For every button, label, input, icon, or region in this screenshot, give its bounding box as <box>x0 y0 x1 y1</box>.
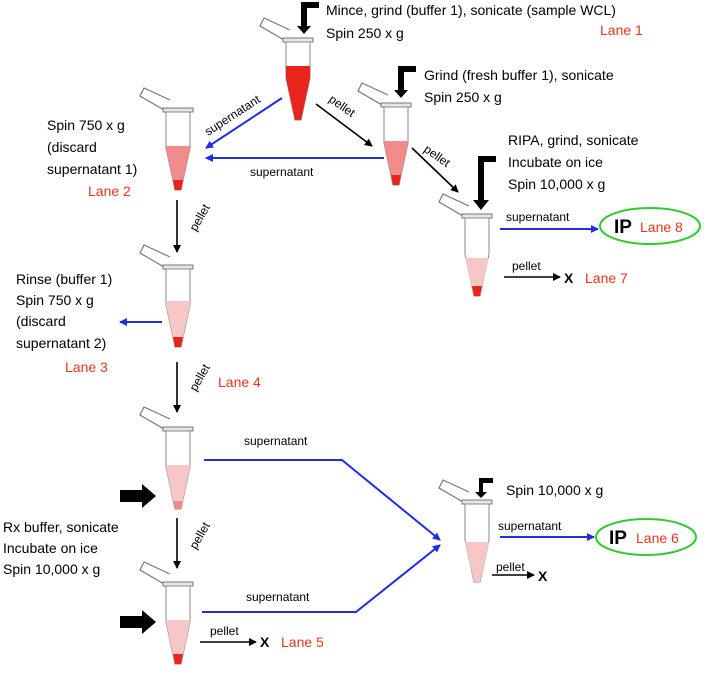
rx-text-line3: Spin 10,000 x g <box>3 561 100 577</box>
step3-text-line1: RIPA, grind, sonicate <box>508 132 639 148</box>
step3-text-line3: Spin 10,000 x g <box>508 176 605 192</box>
supernatant-label-h-ip6: supernatant <box>498 519 562 533</box>
lane4-label: Lane 4 <box>218 374 261 390</box>
ip-label-lane8: IP <box>614 217 632 238</box>
pellet-label-f-g: pellet <box>186 519 213 551</box>
supernatant-arrow-a-c <box>205 97 283 149</box>
pellet-arrow-b-d <box>411 147 459 193</box>
lane7-label: Lane 7 <box>585 270 628 286</box>
step2-text-line2: Spin 250 x g <box>424 89 502 105</box>
rx-text-line1: Rx buffer, sonicate <box>3 519 119 535</box>
lane3-label: Lane 3 <box>65 359 108 375</box>
left1-text-line2: (discard <box>47 139 97 155</box>
tube-d <box>438 193 493 297</box>
supernatant-arrow-f-h <box>204 459 441 541</box>
lane1-label: Lane 1 <box>600 22 643 38</box>
addition-arrow-3 <box>473 156 496 210</box>
lane6-label: Lane 6 <box>636 530 679 546</box>
rinse-text-line1: Rinse (buffer 1) <box>16 271 112 287</box>
rx-text-line2: Incubate on ice <box>3 540 98 556</box>
tube-h <box>438 479 493 583</box>
right-spin-text: Spin 10,000 x g <box>506 482 603 498</box>
step1-text-line1: Mince, grind (buffer 1), sonicate (sampl… <box>326 2 616 18</box>
ip-oval-lane6 <box>595 518 697 556</box>
ip-label-lane6: IP <box>609 528 627 549</box>
pellet-label-discard-7: pellet <box>512 259 541 273</box>
tube-a <box>259 17 314 121</box>
buffer-arrow-1 <box>120 484 156 508</box>
supernatant-label-b-c: supernatant <box>250 165 314 179</box>
lane2-label: Lane 2 <box>88 183 131 199</box>
tube-e <box>139 244 194 348</box>
pellet-label-discard-h: pellet <box>496 560 525 574</box>
supernatant-arrow-g-h <box>202 544 441 613</box>
ip-oval-lane8 <box>599 207 701 245</box>
step2-text-line1: Grind (fresh buffer 1), sonicate <box>424 67 614 83</box>
lane5-label: Lane 5 <box>281 634 324 650</box>
tube-g <box>139 561 194 665</box>
addition-arrow-4 <box>475 478 493 498</box>
left1-text-line3: supernatant 1) <box>47 161 137 177</box>
pellet-label-lane5: pellet <box>210 624 239 638</box>
rinse-text-line4: supernatant 2) <box>16 335 106 351</box>
supernatant-label-f-h: supernatant <box>244 434 308 448</box>
pellet-label-b-d: pellet <box>421 142 453 170</box>
pellet-label-e-f: pellet <box>186 361 213 393</box>
step1-text-line2: Spin 250 x g <box>326 25 404 41</box>
rinse-text-line3: (discard <box>16 313 66 329</box>
addition-arrow-2 <box>394 66 416 98</box>
supernatant-label-g-h: supernatant <box>246 590 310 604</box>
pellet-label-c-e: pellet <box>186 201 213 233</box>
pellet-arrow-a-b <box>315 103 373 147</box>
discard-x-h: X <box>538 568 548 584</box>
addition-arrow-1 <box>297 2 319 34</box>
buffer-arrow-2 <box>120 610 156 634</box>
tube-c <box>139 87 194 191</box>
tube-f <box>139 406 194 510</box>
tube-b <box>357 82 412 186</box>
discard-x-lane5: X <box>260 634 270 650</box>
lane8-label: Lane 8 <box>640 219 683 235</box>
supernatant-label-d-ip8: supernatant <box>506 210 570 224</box>
rinse-text-line2: Spin 750 x g <box>16 292 94 308</box>
step3-text-line2: Incubate on ice <box>508 154 603 170</box>
discard-x-lane7: X <box>564 270 574 286</box>
left1-text-line1: Spin 750 x g <box>47 117 125 133</box>
